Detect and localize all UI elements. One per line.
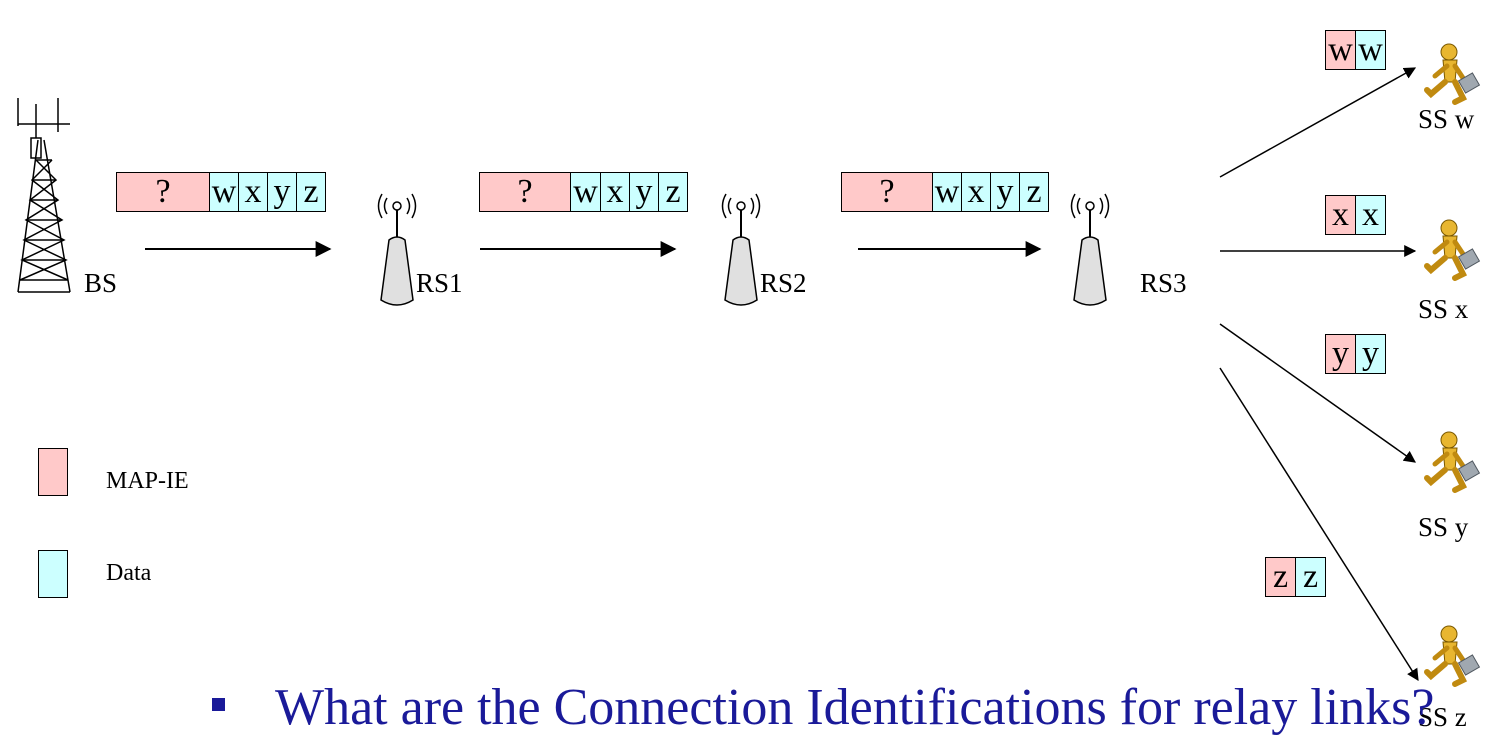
access-frame-x: x x <box>1325 195 1386 235</box>
data-cell: w <box>932 173 961 211</box>
data-cell: w <box>209 173 238 211</box>
map-ie-cell: ? <box>117 173 209 211</box>
map-ie-cell: x <box>1326 196 1355 234</box>
access-frame-z: z z <box>1265 557 1326 597</box>
legend-label-map-ie: MAP-IE <box>106 468 189 494</box>
data-cell: x <box>238 173 267 211</box>
bullet-icon <box>212 698 225 711</box>
map-ie-cell: ? <box>842 173 932 211</box>
data-cell: z <box>296 173 325 211</box>
node-label-ss-x: SS x <box>1418 294 1469 324</box>
data-cell: y <box>267 173 296 211</box>
relay-frame-rs2-rs3: ? w x y z <box>841 172 1049 212</box>
link-arrow-rs3-ssz <box>1219 367 1419 682</box>
legend-swatch-data <box>38 550 68 598</box>
data-cell: w <box>1355 31 1385 69</box>
node-label-ss-w: SS w <box>1418 104 1475 134</box>
antenna-icon <box>1070 193 1110 306</box>
cell-tower-icon <box>17 98 71 293</box>
data-cell: x <box>961 173 990 211</box>
link-arrow-rs3-ssw <box>1219 67 1417 178</box>
walking-person-icon <box>1424 625 1481 687</box>
node-label-bs: BS <box>84 268 118 298</box>
data-cell: y <box>990 173 1019 211</box>
node-label-rs3: RS3 <box>1140 268 1187 298</box>
question-text: What are the Connection Identifications … <box>275 679 1435 736</box>
walking-person-icon <box>1424 431 1481 493</box>
node-label-rs2: RS2 <box>760 268 807 298</box>
access-frame-w: w w <box>1325 30 1386 70</box>
map-ie-cell: y <box>1326 335 1355 373</box>
data-cell: w <box>570 173 600 211</box>
legend-label-data: Data <box>106 560 152 586</box>
access-frame-y: y y <box>1325 334 1386 374</box>
data-cell: z <box>1295 558 1325 596</box>
walking-person-icon <box>1424 43 1481 105</box>
data-cell: y <box>629 173 658 211</box>
data-cell: z <box>1019 173 1048 211</box>
antenna-icon <box>377 193 417 306</box>
data-cell: y <box>1355 335 1385 373</box>
data-cell: z <box>658 173 687 211</box>
map-ie-cell: w <box>1326 31 1355 69</box>
antenna-icon <box>721 193 761 306</box>
relay-frame-bs-rs1: ? w x y z <box>116 172 326 212</box>
walking-person-icon <box>1424 219 1481 281</box>
question-bullet: What are the Connection Identifications … <box>212 676 1434 740</box>
map-ie-cell: z <box>1266 558 1295 596</box>
link-arrow-rs3-ssy <box>1219 323 1416 463</box>
legend-swatch-map-ie <box>38 448 68 496</box>
node-label-rs1: RS1 <box>416 268 463 298</box>
map-ie-cell: ? <box>480 173 570 211</box>
data-cell: x <box>600 173 629 211</box>
data-cell: x <box>1355 196 1385 234</box>
node-label-ss-y: SS y <box>1418 512 1469 542</box>
relay-frame-rs1-rs2: ? w x y z <box>479 172 688 212</box>
node-label-ss-z: SS z <box>1418 702 1467 732</box>
